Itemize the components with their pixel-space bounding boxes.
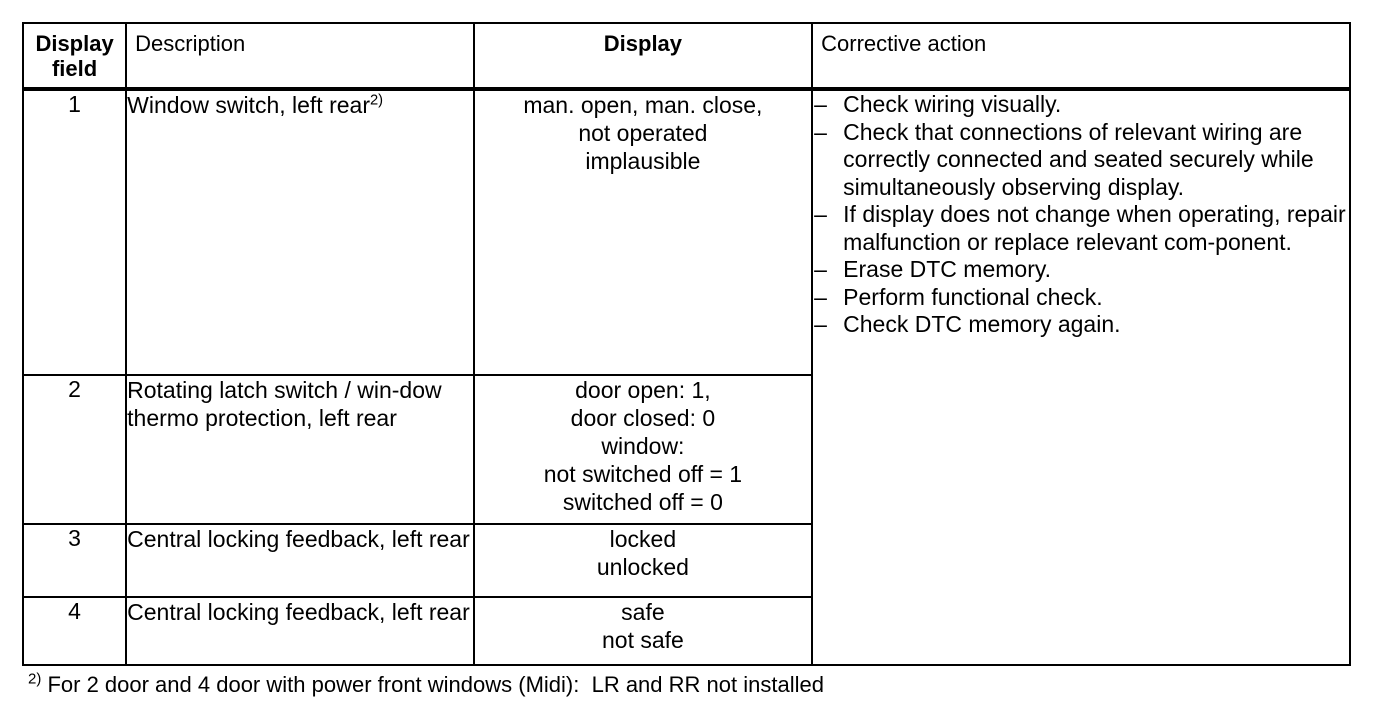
cell-description: Central locking feedback, left rear <box>125 596 475 666</box>
cell-display-values: safe not safe <box>472 596 814 666</box>
header-corrective-action: Corrective action <box>811 22 1351 91</box>
cell-corrective-action: – Check wiring visually. – Check that co… <box>811 88 1351 666</box>
cell-description: Central locking feedback, left rear <box>125 523 475 598</box>
table-row: 1 Window switch, left rear2) man. open, … <box>21 88 1351 666</box>
cell-display-field: 4 <box>21 596 128 666</box>
cell-display-field: 2 <box>21 374 128 525</box>
table-row: 4 Central locking feedback, left rear sa… <box>21 596 1350 666</box>
dash-bullet-icon: – <box>814 91 827 117</box>
header-display-field-line1: Display <box>35 31 114 56</box>
header-description-label: Description <box>135 31 246 56</box>
description-text: Central locking feedback, left rear <box>127 599 470 625</box>
dash-bullet-icon: – <box>814 283 827 310</box>
cell-display-field: 1 <box>21 88 128 376</box>
list-item: – Check wiring visually. <box>813 91 1349 119</box>
description-text: Window switch, left rear <box>127 92 370 118</box>
header-corrective-action-label: Corrective action <box>821 31 987 56</box>
cell-display-values: man. open, man. close, not operated impl… <box>472 88 814 376</box>
list-item: – Erase DTC memory. <box>813 256 1349 284</box>
list-item: – Check DTC memory again. <box>813 311 1349 339</box>
dash-bullet-icon: – <box>814 256 827 282</box>
list-item-text: Erase DTC memory. <box>843 256 1052 282</box>
table-header-row: Display field Description Display Correc… <box>21 22 1351 91</box>
table-row: 3 Central locking feedback, left rear lo… <box>21 523 1350 598</box>
cell-description: Window switch, left rear2) <box>125 88 475 376</box>
list-item-text: Perform functional check. <box>843 283 1103 310</box>
list-item-text: If display does not change when operatin… <box>843 201 1346 255</box>
description-text: Rotating latch switch / win-dow thermo p… <box>127 377 442 431</box>
dash-bullet-icon: – <box>814 201 827 227</box>
list-item: – If display does not change when operat… <box>813 201 1349 256</box>
header-display-field: Display field <box>21 22 128 91</box>
dash-bullet-icon: – <box>814 311 827 337</box>
description-text: Central locking feedback, left rear <box>127 526 470 552</box>
cell-display-field: 3 <box>21 523 128 598</box>
footnote: 2) For 2 door and 4 door with power fron… <box>28 672 824 698</box>
dtc-diagnostic-table: Display field Description Display Correc… <box>21 22 1351 666</box>
header-display: Display <box>472 22 814 91</box>
list-item: – Check that connections of relevant wir… <box>813 119 1349 202</box>
list-item-text: Check DTC memory again. <box>843 311 1121 337</box>
list-item-text: Check wiring visually. <box>843 91 1062 117</box>
dash-bullet-icon: – <box>814 118 827 145</box>
header-display-label: Display <box>603 31 683 56</box>
header-display-field-line2: field <box>51 56 98 81</box>
footnote-marker: 2) <box>28 670 42 688</box>
footnote-text: For 2 door and 4 door with power front w… <box>41 672 824 697</box>
list-item-text: Check that connections of relevant wirin… <box>843 118 1314 200</box>
cell-display-values: door open: 1, door closed: 0 window: not… <box>472 374 814 525</box>
cell-description: Rotating latch switch / win-dow thermo p… <box>125 374 475 525</box>
footnote-marker-ref: 2) <box>370 92 384 109</box>
header-description: Description <box>125 22 475 91</box>
list-item: – Perform functional check. <box>813 284 1349 312</box>
corrective-action-list: – Check wiring visually. – Check that co… <box>813 91 1349 339</box>
table-row: 2 Rotating latch switch / win-dow thermo… <box>21 374 1350 525</box>
cell-display-values: locked unlocked <box>472 523 814 598</box>
